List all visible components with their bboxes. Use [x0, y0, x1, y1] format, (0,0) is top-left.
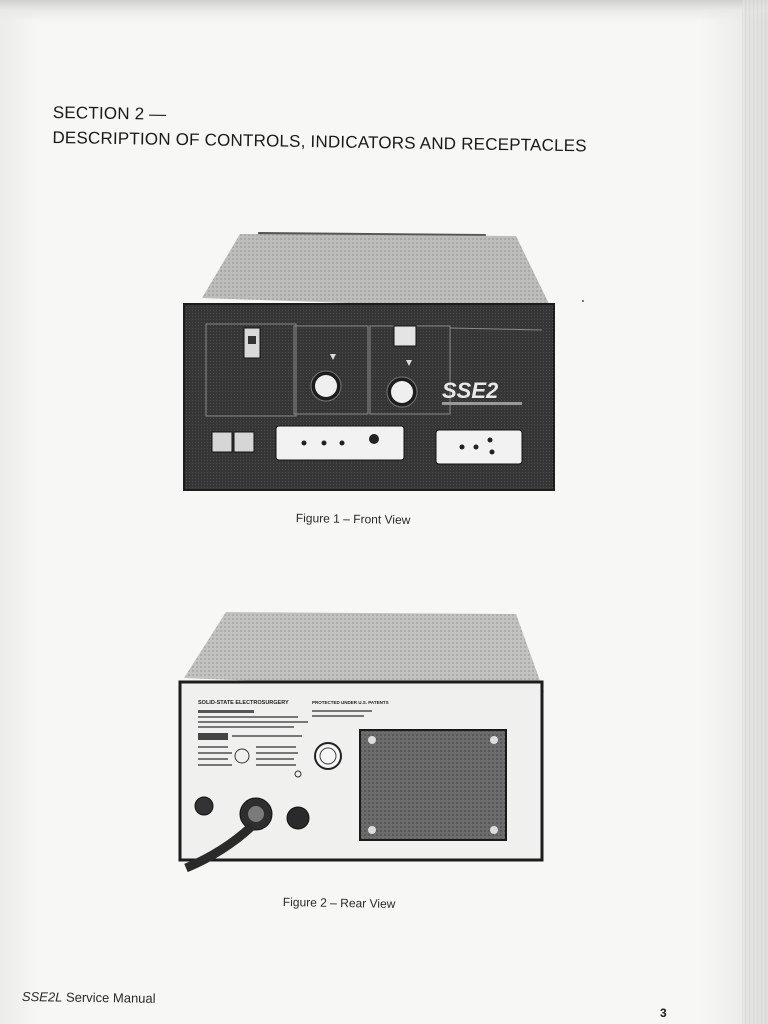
csa-mark [234, 748, 250, 764]
section-heading: SECTION 2 — DESCRIPTION OF CONTROLS, IND… [52, 100, 587, 158]
ul-mark [314, 742, 342, 770]
rear-case-top [184, 612, 544, 692]
footer-manual-title: SSE2L Service Manual [22, 989, 156, 1006]
rear-label-title: SOLID-STATE ELECTROSURGERY [198, 700, 289, 706]
panel-brand-text: SSE2 [442, 378, 499, 403]
figure-2-caption: Figure 2 – Rear View [282, 895, 396, 911]
bi-button [233, 431, 255, 453]
rear-patent-text: PROTECTED UNDER U.S. PATENTS [312, 700, 389, 705]
fan-grille [359, 729, 507, 841]
power-cord [184, 822, 256, 873]
footer-model: SSE2L [21, 989, 63, 1005]
page-top-edge [0, 0, 768, 22]
indicator-lamp [393, 325, 417, 347]
figure-1-caption: Figure 1 – Front View [295, 511, 411, 527]
footswitch-receptacle [286, 806, 310, 830]
footer-manual-label: Service Manual [65, 989, 156, 1006]
rear-view-photo: SOLID-STATE ELECTROSURGERY PROTECTED UND… [176, 606, 546, 874]
bipolar-receptacle [435, 429, 523, 465]
front-view-photo: SSE2 [180, 226, 558, 492]
case-top [202, 234, 552, 310]
mono-button [211, 431, 233, 453]
scan-speck [582, 300, 584, 302]
page-stack-edge [742, 0, 768, 1024]
volume-knob [194, 796, 214, 816]
page-number: 3 [660, 1006, 667, 1020]
